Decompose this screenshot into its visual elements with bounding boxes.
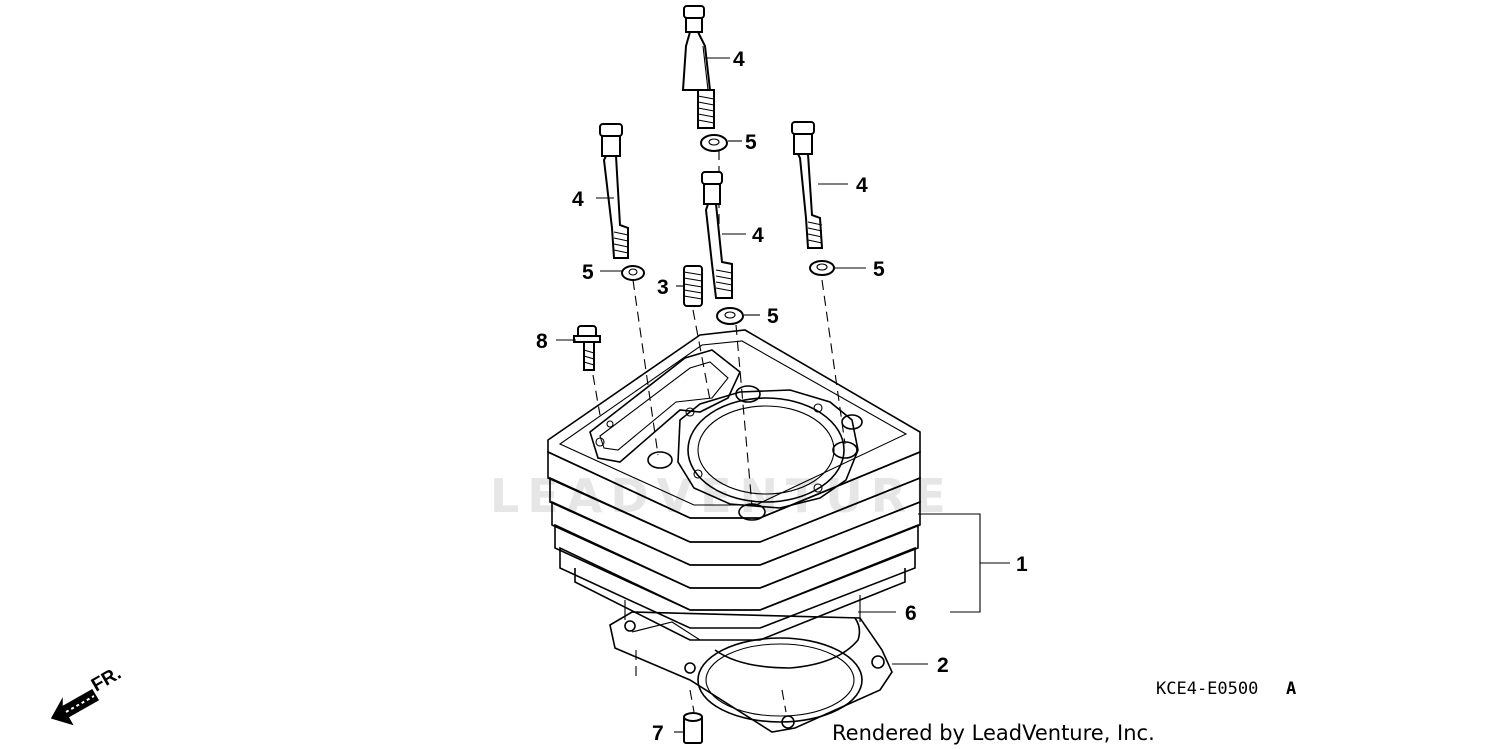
short-stud bbox=[683, 265, 703, 307]
flange-bolt bbox=[573, 325, 601, 371]
callout-2: 2 bbox=[937, 654, 949, 677]
rendered-by-credit: Rendered by LeadVenture, Inc. bbox=[832, 721, 1155, 745]
cylinder-body bbox=[547, 329, 921, 641]
diagram-code: KCE4-E0500 bbox=[1156, 679, 1258, 699]
base-gasket bbox=[609, 611, 893, 733]
washer-right bbox=[809, 260, 835, 276]
callout-4: 4 bbox=[856, 174, 868, 197]
diagram-code-suffix: A bbox=[1286, 679, 1296, 699]
cylinder-o-ring bbox=[714, 617, 861, 669]
callout-7: 7 bbox=[652, 722, 664, 745]
callout-4: 4 bbox=[752, 224, 764, 247]
front-direction-arrow: FR. bbox=[50, 663, 125, 726]
leader-lines bbox=[556, 57, 1010, 733]
callout-6: 6 bbox=[905, 602, 917, 625]
callout-5: 5 bbox=[767, 305, 779, 328]
callout-5: 5 bbox=[745, 131, 757, 154]
stud-bolt-left bbox=[599, 123, 629, 259]
callout-1: 1 bbox=[1016, 553, 1028, 576]
callout-4: 4 bbox=[733, 48, 745, 71]
washer-top bbox=[700, 134, 728, 152]
washer-left bbox=[621, 265, 645, 281]
callout-labels: 4 5 4 4 4 5 5 3 5 8 1 6 2 7 bbox=[536, 48, 1028, 745]
watermark-text: LEADVENTURE bbox=[490, 469, 954, 523]
stud-bolt-top bbox=[681, 5, 715, 129]
callout-5: 5 bbox=[873, 258, 885, 281]
dowel-pin bbox=[683, 712, 703, 744]
alignment-lines bbox=[592, 150, 846, 713]
stud-bolt-center bbox=[701, 171, 733, 299]
stud-bolt-right bbox=[791, 121, 824, 249]
callout-5: 5 bbox=[582, 261, 594, 284]
callout-8: 8 bbox=[536, 330, 548, 353]
callout-3: 3 bbox=[657, 276, 669, 299]
callout-4: 4 bbox=[572, 188, 584, 211]
washer-center bbox=[716, 307, 744, 325]
